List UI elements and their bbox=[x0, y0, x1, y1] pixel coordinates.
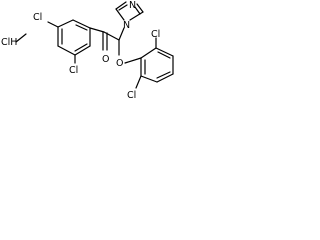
chlorine-atom-4: Cl bbox=[33, 12, 42, 23]
imidazole-nitrogen-3: N bbox=[129, 0, 136, 11]
c-cl-bond bbox=[47, 21, 59, 28]
ring-bond bbox=[136, 3, 144, 13]
ether-linkage: O bbox=[116, 39, 142, 69]
chlorine-atom-top: Cl bbox=[151, 29, 160, 40]
c-cl-bond bbox=[135, 75, 142, 89]
imidazole-nitrogen-1: N bbox=[123, 20, 130, 31]
ketone-oxygen-atom: O bbox=[102, 54, 109, 65]
ring-double-bond bbox=[75, 24, 88, 31]
ring-bond bbox=[140, 75, 158, 83]
ring-double-bond bbox=[156, 71, 171, 79]
ring-bond bbox=[115, 1, 127, 10]
hcl-bond bbox=[15, 33, 27, 43]
ether-oxygen-atom: O bbox=[116, 58, 123, 69]
dichlorophenyl-ring: Cl Cl bbox=[33, 12, 105, 76]
imidazole-ring: N N bbox=[115, 0, 144, 41]
ring-bond bbox=[57, 19, 74, 28]
ring-bond bbox=[72, 19, 91, 29]
ring-bond bbox=[74, 45, 91, 56]
ring-bond bbox=[129, 11, 144, 21]
ring-bond bbox=[140, 47, 157, 59]
aryl-carbonyl-bond bbox=[89, 27, 105, 33]
n-ch-bond bbox=[118, 27, 125, 41]
chlorine-atom-2: Cl bbox=[69, 65, 78, 76]
ring-bond bbox=[57, 45, 76, 56]
ring-double-bond bbox=[74, 43, 88, 52]
ring-double-bond bbox=[118, 4, 128, 11]
hydrogen-chloride: ClH bbox=[1, 33, 27, 48]
ring-bond bbox=[156, 73, 174, 83]
ketone-group: O bbox=[102, 31, 120, 65]
carbonyl-alpha-bond bbox=[103, 31, 120, 41]
ring-double-bond bbox=[157, 51, 171, 59]
ring-bond bbox=[155, 47, 174, 57]
o-aryl-bond bbox=[124, 57, 142, 64]
ring-double-bond bbox=[134, 6, 141, 15]
dichlorophenoxy-ring: Cl Cl bbox=[127, 29, 174, 101]
structural-formula: ClH Cl Cl O N N bbox=[1, 0, 174, 101]
hcl-label: ClH bbox=[1, 37, 17, 48]
chlorine-atom-bottom: Cl bbox=[127, 90, 136, 101]
ring-bond bbox=[115, 8, 125, 21]
